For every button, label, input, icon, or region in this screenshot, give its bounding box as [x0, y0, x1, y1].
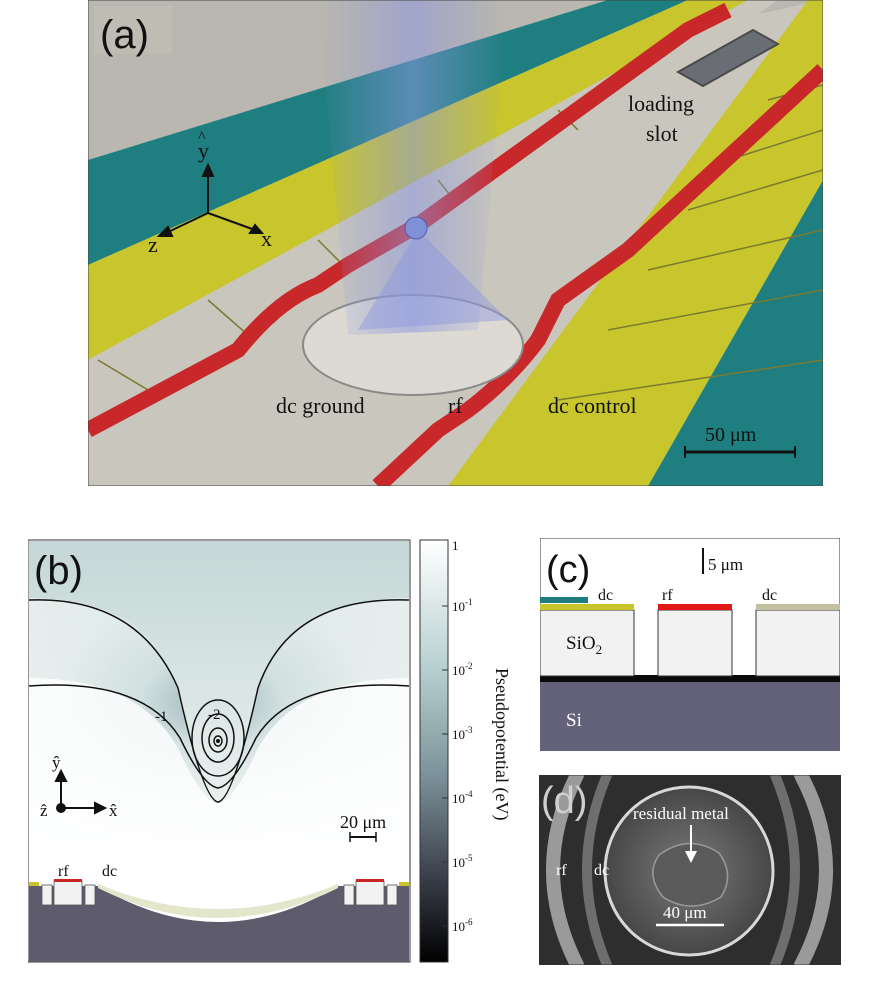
- dc-label-c-right: dc: [762, 587, 777, 604]
- si-substrate: [540, 681, 840, 751]
- oxide-pillars: [539, 609, 841, 677]
- rf-label-b: rf: [58, 863, 69, 880]
- axis-z-label: z: [148, 232, 158, 257]
- scale-label-c: 5 μm: [708, 555, 743, 574]
- rf-label-c: rf: [662, 587, 673, 604]
- loading-label-1: loading: [628, 91, 694, 116]
- rf-label-d: rf: [556, 862, 567, 879]
- sio2-label: SiO2: [566, 633, 602, 657]
- rf-label-a: rf: [448, 393, 463, 418]
- axis-y-label-b: ŷ: [52, 753, 61, 772]
- cb-tick-6: 10-6: [452, 917, 473, 934]
- colorbar-label: Pseudopotential (eV): [491, 668, 512, 820]
- dc-control-label: dc control: [548, 393, 637, 418]
- scale-label-b: 20 μm: [340, 812, 386, 832]
- panel-b-plot: -1 -2 (b) ŷ ẑ x̂ 20 μm rf dc 1: [27, 538, 512, 963]
- scale-label-a: 50 μm: [705, 424, 757, 446]
- cb-tick-3: 10-3: [452, 725, 473, 742]
- panel-c-crosssection: (c) 5 μm dc rf dc SiO2 Si: [539, 537, 841, 751]
- dc-electrode-right: [756, 604, 840, 610]
- residual-metal-patch: [652, 842, 729, 907]
- loading-label-2: slot: [646, 121, 678, 146]
- panel-a-tag: (a): [100, 13, 149, 57]
- loading-slot: [675, 28, 781, 88]
- electrodes-b: [29, 879, 409, 906]
- panel-b-tag: (b): [34, 549, 83, 593]
- contour-label-2: -2: [208, 707, 221, 723]
- contour-lines: [28, 599, 410, 803]
- trapped-ion: [404, 216, 428, 240]
- colorbar-top-label: 1: [452, 538, 459, 553]
- panel-c-tag: (c): [546, 549, 590, 591]
- axis-x-label: x: [261, 226, 272, 251]
- cb-tick-4: 10-4: [452, 789, 473, 806]
- dc-electrode-left: [540, 604, 634, 610]
- dc-label-b: dc: [102, 863, 117, 880]
- axis-x-label-b: x̂: [109, 801, 118, 820]
- dc-ground-label: dc ground: [276, 393, 365, 418]
- axis-y-label: y: [198, 138, 209, 163]
- panel-d: (d) residual metal rf dc 40 μm: [538, 768, 842, 972]
- segment-lines-right: [557, 84, 824, 401]
- axis-z-label-b: ẑ: [40, 801, 48, 820]
- cb-tick-2: 10-2: [452, 661, 473, 678]
- panel-a-illustration: (a) y ^ x z loading slot dc ground rf dc…: [84, 0, 829, 492]
- sem-electrode-arcs: [546, 768, 833, 972]
- panel-c: (c) 5 μm dc rf dc SiO2 Si: [539, 537, 841, 752]
- colorbar-ticks: [442, 605, 448, 927]
- dc-label-c-left: dc: [598, 587, 613, 604]
- light-cone: [358, 230, 508, 330]
- laser-beam: [318, 0, 508, 335]
- oxide-interface: [540, 675, 840, 682]
- cb-tick-1: 10-1: [452, 597, 473, 614]
- panel-b: -1 -2 (b) ŷ ẑ x̂ 20 μm rf dc 1: [27, 538, 518, 966]
- rf-electrode-c: [658, 604, 732, 610]
- si-label: Si: [566, 710, 582, 731]
- axis-y-hat: ^: [198, 129, 206, 146]
- panel-a: (a) y ^ x z loading slot dc ground rf dc…: [84, 0, 829, 492]
- residual-label: residual metal: [633, 804, 729, 823]
- scale-label-d: 40 μm: [663, 903, 707, 922]
- panel-d-sem-image: (d) residual metal rf dc 40 μm: [538, 768, 842, 972]
- colorbar: [419, 539, 449, 963]
- cb-tick-5: 10-5: [452, 853, 473, 870]
- dc-label-d: dc: [594, 862, 609, 879]
- panel-d-tag: (d): [541, 780, 587, 822]
- axis-triad-a: [156, 162, 265, 237]
- axis-triad-b: [54, 768, 108, 815]
- teal-layer: [540, 597, 588, 603]
- contour-label-1: -1: [155, 709, 168, 725]
- rf-rail-right: [372, 64, 829, 492]
